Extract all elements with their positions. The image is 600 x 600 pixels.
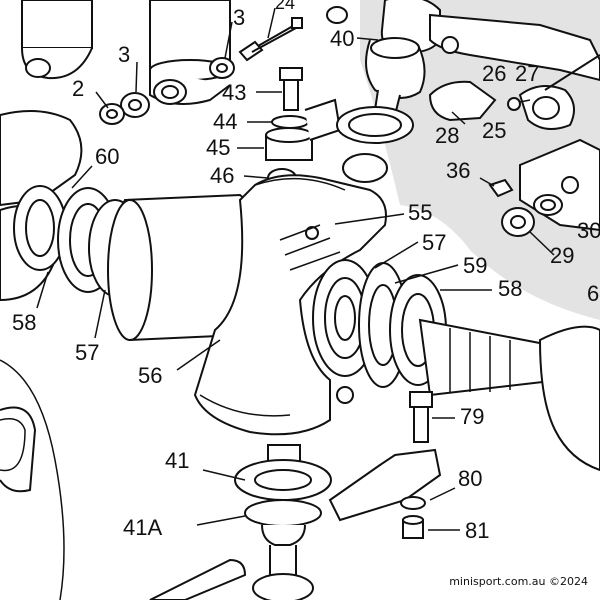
callout-55: 55: [408, 200, 433, 225]
callout-45: 45: [206, 135, 231, 160]
callout-3-left: 3: [118, 42, 131, 67]
callout-58-left: 58: [12, 310, 37, 335]
callout-30: 30: [577, 218, 600, 243]
callout-56: 56: [138, 363, 163, 388]
callout-27: 27: [515, 61, 540, 86]
callout-57-right: 57: [422, 230, 447, 255]
callout-40: 40: [330, 26, 355, 51]
callout-41: 41: [165, 448, 190, 473]
callout-26: 26: [482, 61, 507, 86]
callout-25: 25: [482, 118, 507, 143]
callout-43: 43: [222, 80, 247, 105]
callout-41a: 41A: [123, 515, 163, 540]
upper-ball-joint: [365, 0, 441, 117]
callout-59: 59: [463, 253, 488, 278]
callout-81: 81: [465, 518, 490, 543]
shock-absorber-left: [21, 0, 93, 80]
callout-2: 2: [72, 76, 85, 101]
stud-and-washers: [265, 67, 342, 188]
callout-44: 44: [213, 109, 238, 134]
callout-58-right: 58: [498, 276, 523, 301]
steering-arm: [328, 391, 442, 539]
callout-24: 24: [275, 0, 296, 13]
shock-absorber-middle: [149, 0, 231, 105]
callout-57-left: 57: [75, 340, 100, 365]
callout-46: 46: [210, 163, 235, 188]
callout-29: 29: [550, 243, 575, 268]
callout-80: 80: [458, 466, 483, 491]
callout-60: 60: [95, 144, 120, 169]
bolt-24: [238, 17, 303, 62]
watermark: minisport.com.au ©2024: [449, 575, 588, 588]
lower-ball-joint: [234, 444, 332, 600]
upper-arm: [429, 13, 600, 130]
callout-3-right: 3: [233, 5, 246, 30]
callout-79: 79: [460, 404, 485, 429]
leader-lines: [36, 7, 555, 531]
callout-6: 6: [587, 281, 600, 306]
callout-28: 28: [435, 123, 460, 148]
callout-36: 36: [446, 158, 471, 183]
hub-assembly: [107, 174, 387, 436]
